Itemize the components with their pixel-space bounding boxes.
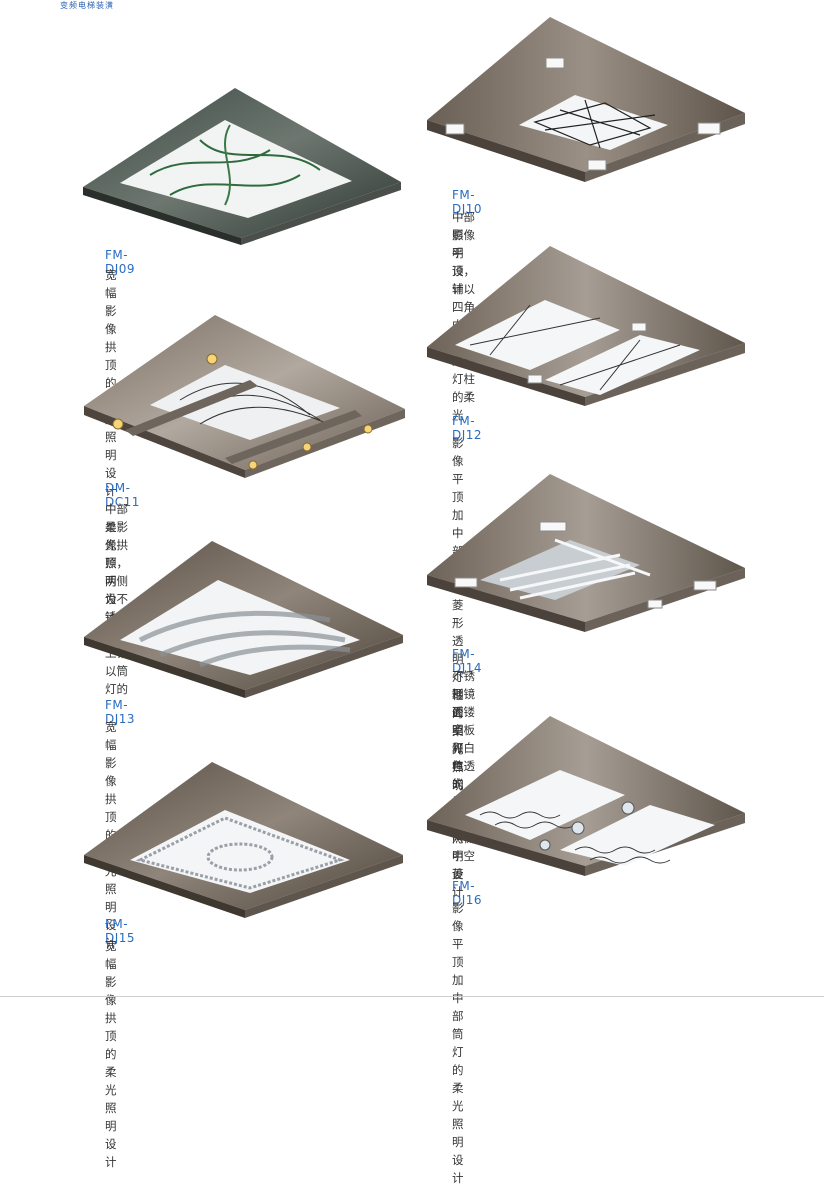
page-header: 变频电梯装潢 — [60, 1, 114, 10]
ceiling-illustration-fm-dj16 — [427, 716, 745, 876]
item-desc-line: 宽幅影像拱顶的柔光照明设计 — [105, 268, 117, 498]
item-code: FM-DJ12 — [452, 414, 483, 442]
ceiling-illustration-dm-dc11 — [84, 315, 405, 478]
item-code: FM-DJ09 — [105, 248, 136, 276]
ceiling-illustration-fm-dj10 — [427, 17, 745, 182]
ceiling-illustration-fm-dj09 — [83, 88, 401, 245]
item-code: FM-DJ13 — [105, 698, 136, 726]
item-code: DM-DC11 — [105, 481, 140, 509]
item-code: FM-DJ16 — [452, 879, 483, 907]
item-code: FM-DJ15 — [105, 917, 136, 945]
item-desc-line: 宽幅影像拱顶的柔光照明设计 — [105, 939, 117, 1169]
ceiling-illustration-fm-dj14 — [427, 474, 745, 632]
ceiling-illustration-fm-dj12 — [427, 246, 745, 406]
item-code: FM-DJ10 — [452, 188, 483, 216]
item-desc-line: 影像平顶加中部筒灯的柔光照明设计 — [452, 901, 464, 1185]
item-code: FM-DJ14 — [452, 647, 483, 675]
ceiling-illustration-fm-dj13 — [84, 541, 403, 698]
page-divider — [0, 996, 824, 997]
ceiling-illustration-fm-dj15 — [84, 762, 403, 918]
item-desc-line: 照明设计 — [452, 228, 464, 296]
